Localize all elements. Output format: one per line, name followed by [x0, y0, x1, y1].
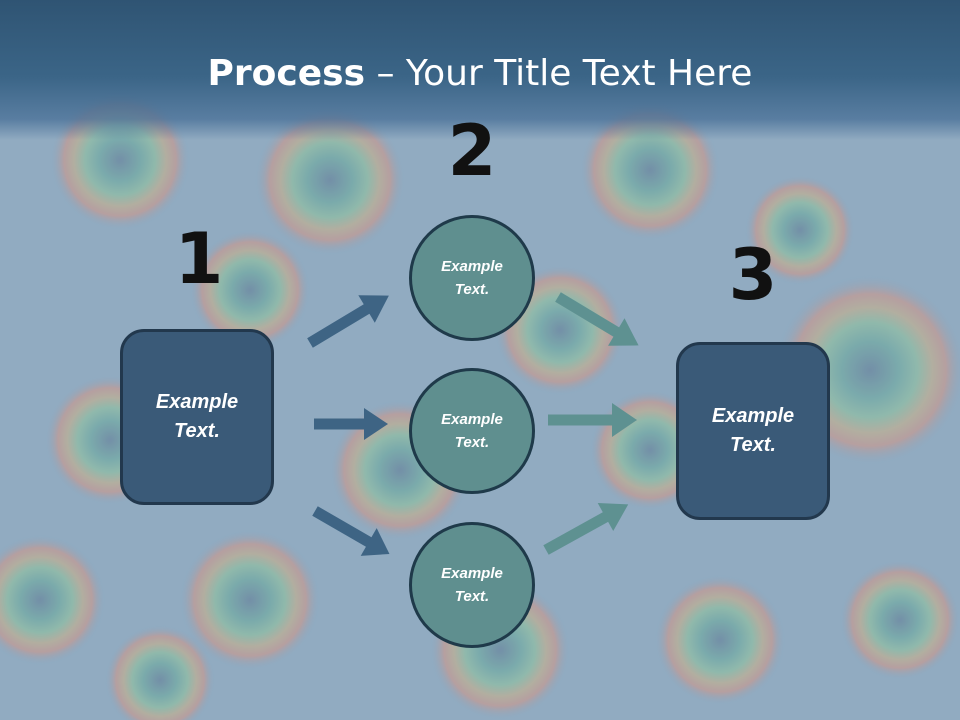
left-box: Example Text. — [120, 329, 274, 505]
left-box-text: Example Text. — [155, 391, 239, 442]
circle-top: Example Text. — [409, 215, 535, 341]
circle-top-text: Example Text. — [441, 258, 503, 298]
step-number-2: 2 — [447, 110, 497, 192]
circle-middle: Example Text. — [409, 368, 535, 494]
title-bold: Process — [207, 53, 366, 94]
circle-bottom-text: Example Text. — [441, 565, 503, 605]
title-band — [0, 0, 960, 140]
step-number-1: 1 — [174, 218, 224, 300]
circle-middle-text: Example Text. — [441, 411, 503, 451]
right-box-text: Example Text. — [711, 405, 795, 456]
right-box: Example Text. — [676, 342, 830, 520]
title-rest: – Your Title Text Here — [365, 53, 753, 94]
step-number-3: 3 — [728, 234, 778, 316]
slide-title: Process – Your Title Text Here — [0, 52, 960, 96]
circle-bottom: Example Text. — [409, 522, 535, 648]
